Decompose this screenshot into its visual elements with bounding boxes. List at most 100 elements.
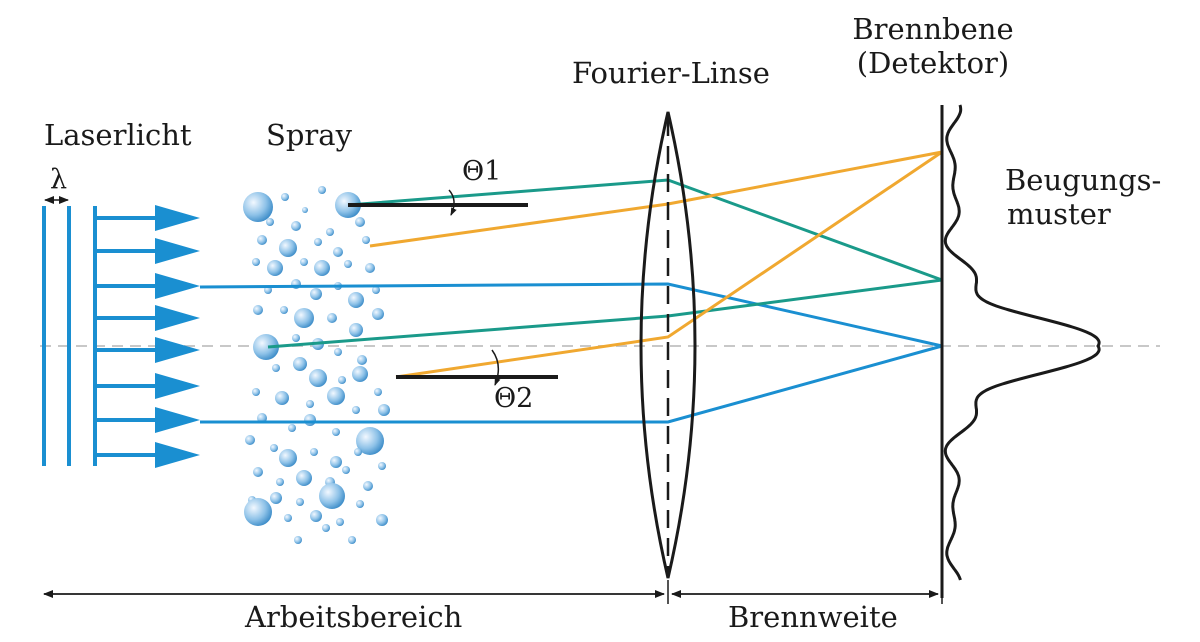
sphere-droplet-icon — [272, 364, 280, 372]
right-arrow-icon — [155, 238, 200, 264]
sphere-droplet-icon — [291, 221, 301, 231]
sphere-droplet-icon — [314, 260, 330, 276]
right-arrow-icon — [155, 273, 200, 299]
sphere-droplet-icon — [362, 236, 370, 244]
sphere-droplet-icon — [296, 470, 312, 486]
sphere-droplet-icon — [349, 323, 363, 337]
sphere-droplet-icon — [300, 258, 308, 266]
sphere-droplet-icon — [280, 306, 288, 314]
sphere-droplet-icon — [293, 357, 307, 371]
sphere-droplet-icon — [336, 518, 344, 526]
sphere-droplet-icon — [355, 217, 365, 227]
orange-rays — [369, 150, 943, 379]
sphere-droplet-icon — [292, 334, 300, 342]
sphere-droplet-icon — [344, 260, 352, 268]
spray-droplets — [243, 186, 390, 544]
laser-label: Laserlicht — [44, 118, 192, 152]
pattern-label: Beugungs- muster — [1005, 163, 1161, 231]
right-arrow-icon — [155, 337, 200, 363]
sphere-droplet-icon — [270, 492, 282, 504]
focal-plane-label: Brennbene (Detektor) — [848, 12, 1018, 80]
sphere-droplet-icon — [378, 404, 390, 416]
sphere-droplet-icon — [330, 456, 342, 468]
right-arrow-icon — [155, 305, 200, 331]
spray-label: Spray — [266, 118, 352, 152]
right-arrow-icon — [155, 205, 200, 231]
sphere-droplet-icon — [327, 387, 345, 405]
blue-rays — [199, 282, 943, 424]
sphere-droplet-icon — [310, 510, 322, 522]
sphere-droplet-icon — [376, 514, 388, 526]
sphere-droplet-icon — [279, 239, 297, 257]
sphere-droplet-icon — [356, 500, 364, 508]
sphere-droplet-icon — [352, 406, 360, 414]
sphere-droplet-icon — [309, 369, 327, 387]
sphere-droplet-icon — [310, 288, 322, 300]
sphere-droplet-icon — [253, 467, 263, 477]
laser-arrows — [95, 205, 200, 468]
sphere-droplet-icon — [279, 449, 297, 467]
theta1-label: Θ1 — [462, 156, 502, 187]
sphere-droplet-icon — [294, 308, 314, 328]
sphere-droplet-icon — [257, 235, 267, 245]
lens-label: Fourier-Linse — [572, 56, 770, 90]
sphere-droplet-icon — [253, 334, 279, 360]
sphere-droplet-icon — [357, 355, 367, 365]
sphere-droplet-icon — [333, 247, 343, 257]
laser-wavefronts — [42, 206, 97, 466]
sphere-droplet-icon — [252, 258, 260, 266]
wavelength-label: λ — [50, 164, 68, 195]
sphere-droplet-icon — [372, 308, 384, 320]
sphere-droplet-icon — [332, 428, 340, 436]
sphere-droplet-icon — [374, 388, 382, 396]
sphere-droplet-icon — [296, 498, 304, 506]
sphere-droplet-icon — [314, 238, 322, 246]
sphere-droplet-icon — [243, 192, 273, 222]
right-arrow-icon — [155, 407, 200, 433]
sphere-droplet-icon — [306, 400, 314, 408]
right-arrow-icon — [155, 442, 200, 468]
sphere-droplet-icon — [304, 414, 316, 426]
sphere-droplet-icon — [244, 498, 272, 526]
right-arrow-icon — [155, 373, 200, 399]
sphere-droplet-icon — [266, 218, 274, 226]
sphere-droplet-icon — [253, 305, 263, 315]
fourier-lens — [639, 111, 697, 579]
theta2-arc — [491, 349, 501, 386]
sphere-droplet-icon — [378, 462, 386, 470]
sphere-droplet-icon — [319, 483, 345, 509]
sphere-droplet-icon — [372, 286, 380, 294]
sphere-droplet-icon — [275, 391, 289, 405]
sphere-droplet-icon — [365, 263, 375, 273]
sphere-droplet-icon — [270, 444, 278, 452]
focal-length-label: Brennweite — [728, 600, 898, 634]
sphere-droplet-icon — [318, 186, 326, 194]
theta1-arc — [448, 189, 457, 216]
theta2-label: Θ2 — [494, 383, 534, 414]
sphere-droplet-icon — [281, 193, 289, 201]
sphere-droplet-icon — [288, 424, 296, 432]
sphere-droplet-icon — [338, 376, 346, 384]
working-range-label: Arbeitsbereich — [245, 600, 463, 634]
sphere-droplet-icon — [348, 536, 356, 544]
sphere-droplet-icon — [267, 260, 283, 276]
sphere-droplet-icon — [327, 313, 337, 323]
sphere-droplet-icon — [294, 536, 302, 544]
sphere-droplet-icon — [352, 366, 368, 382]
focal-plane-label-line2: (Detektor) — [856, 46, 1010, 80]
sphere-droplet-icon — [276, 478, 284, 486]
sphere-droplet-icon — [310, 448, 318, 456]
sphere-droplet-icon — [342, 466, 350, 474]
sphere-droplet-icon — [245, 435, 255, 445]
sphere-droplet-icon — [284, 514, 292, 522]
sphere-droplet-icon — [302, 207, 308, 213]
sphere-droplet-icon — [348, 292, 364, 308]
diffraction-pattern-curve — [943, 104, 1101, 581]
sphere-droplet-icon — [322, 524, 330, 532]
sphere-droplet-icon — [334, 348, 342, 356]
sphere-droplet-icon — [252, 388, 260, 396]
pattern-label-line1: Beugungs- — [1005, 163, 1162, 197]
pattern-label-line2: muster — [1007, 197, 1111, 231]
sphere-droplet-icon — [356, 427, 384, 455]
